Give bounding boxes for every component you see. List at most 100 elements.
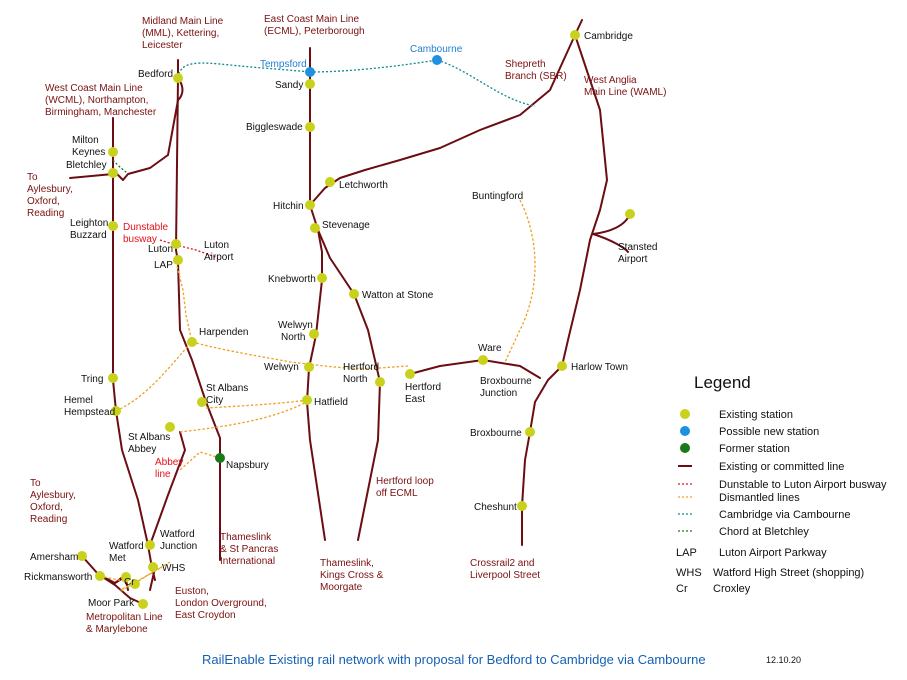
label-aylesbury2-4: Reading [30, 514, 67, 525]
label-whs: WHS [162, 563, 186, 574]
label-cambridge: Cambridge [584, 31, 633, 42]
label-leighton-1: Leighton [70, 218, 108, 229]
label-broxbourne: Broxbourne [470, 428, 522, 439]
station-cambourne-new [432, 55, 442, 65]
label-broxbourne-jn-1: Broxbourne [480, 376, 532, 387]
label-biggleswade: Biggleswade [246, 122, 303, 133]
label-watford-met-2: Met [109, 553, 126, 564]
existing-lines [69, 19, 631, 605]
legend-abbr-lap-code: LAP [676, 547, 697, 559]
label-st-albans-city-2: City [206, 395, 223, 406]
legend-abbr-cr-code: Cr [676, 583, 688, 595]
label-cambourne: Cambourne [410, 44, 463, 55]
label-stansted-2: Airport [618, 254, 648, 265]
station-letchworth [325, 177, 335, 187]
legend-symbol-station [680, 409, 690, 419]
label-euston-2: London Overground, [175, 598, 267, 609]
legend-abbr-whs-code: WHS [676, 567, 702, 579]
station-st-albans-city [197, 397, 207, 407]
label-aylesbury2-1: To [30, 478, 41, 489]
label-broxbourne-jn-2: Junction [480, 388, 517, 399]
busway [159, 239, 219, 259]
legend-label-busway: Dunstable to Luton Airport busway [719, 479, 887, 491]
legend-abbr-cr-meaning: Croxley [713, 583, 751, 595]
legend-title: Legend [694, 373, 751, 392]
station-harpenden [187, 337, 197, 347]
line-hertford-loop [317, 229, 381, 541]
station-croxley [121, 572, 131, 582]
label-thameslink-sp-3: International [220, 556, 275, 567]
station-luton [171, 239, 181, 249]
label-stevenage: Stevenage [322, 220, 370, 231]
label-euston-1: Euston, [175, 586, 209, 597]
station-welwyn-north [309, 329, 319, 339]
station-biggleswade [305, 122, 315, 132]
line-ecml [306, 47, 326, 541]
label-aylesbury1-4: Reading [27, 208, 64, 219]
station-lap [173, 255, 183, 265]
footer-title: RailEnable Existing rail network with pr… [202, 652, 706, 667]
label-shepreth-2: Branch (SBR) [505, 71, 567, 82]
label-watford-met-1: Watford [109, 541, 144, 552]
label-luton-airport-2: Airport [204, 252, 234, 263]
label-thameslink-sp-2: & St Pancras [220, 544, 278, 555]
legend-label-former-station: Former station [719, 443, 790, 455]
label-welwyn-north-2: North [281, 332, 305, 343]
dismantled-harpenden-hertford [191, 341, 409, 370]
label-hatfield: Hatfield [314, 397, 348, 408]
station-st-albans-abbey [165, 422, 175, 432]
legend-label-station: Existing station [719, 409, 793, 421]
station-ware [478, 355, 488, 365]
station-stansted [625, 209, 635, 219]
label-hemel-1: Hemel [64, 395, 93, 406]
label-abbey-line-2: line [155, 469, 171, 480]
station-broxbourne [525, 427, 535, 437]
line-waml [521, 19, 608, 546]
label-busway-1: Dunstable [123, 222, 168, 233]
label-lap: LAP [154, 260, 173, 271]
label-rickmansworth: Rickmansworth [24, 572, 92, 583]
label-hitchin: Hitchin [273, 201, 304, 212]
legend: Legend Existing station Possible new sta… [676, 373, 887, 595]
label-napsbury: Napsbury [226, 460, 269, 471]
station-moor-park [138, 599, 148, 609]
label-watford-jn-2: Junction [160, 541, 197, 552]
label-cheshunt: Cheshunt [474, 502, 517, 513]
bletchley-chord [112, 159, 129, 175]
label-hertford-loop-2: off ECML [376, 488, 418, 499]
station-tring [108, 373, 118, 383]
label-amersham: Amersham [30, 552, 78, 563]
label-knebworth: Knebworth [268, 274, 316, 285]
line-mml [175, 59, 221, 561]
label-welwyn-north-1: Welwyn [278, 320, 313, 331]
station-bletchley [108, 168, 118, 178]
label-luton: Luton [148, 244, 173, 255]
station-hatfield [302, 395, 312, 405]
label-crossrail2-1: Crossrail2 and [470, 558, 534, 569]
label-milton-keynes-1: Milton [72, 135, 99, 146]
label-thameslink-kx-3: Moorgate [320, 582, 363, 593]
legend-symbol-new-station [680, 426, 690, 436]
station-bedford [173, 73, 183, 83]
station-amersham [77, 551, 87, 561]
station-hertford-east [405, 369, 415, 379]
dismantled-napsbury-abbey [179, 451, 221, 471]
legend-symbol-former-station [680, 443, 690, 453]
label-wcml-2: (WCML), Northampton, [45, 95, 148, 106]
cambourne-line [177, 59, 536, 107]
label-thameslink-kx-2: Kings Cross & [320, 570, 384, 581]
label-st-albans-city-1: St Albans [206, 383, 248, 394]
station-stevenage [310, 223, 320, 233]
legend-abbr-whs-meaning: Watford High Street (shopping) [713, 567, 864, 579]
label-welwyn: Welwyn [264, 362, 299, 373]
label-hertford-east-1: Hertford [405, 382, 441, 393]
label-ecml-2: (ECML), Peterborough [264, 26, 365, 37]
label-thameslink-sp-1: Thameslink [220, 532, 272, 543]
label-watford-jn-1: Watford [160, 529, 195, 540]
label-abbey-line-1: Abbey [155, 457, 183, 468]
station-watford-met [130, 579, 140, 589]
station-milton-keynes [108, 147, 118, 157]
label-watton: Watton at Stone [362, 290, 434, 301]
label-buntingford: Buntingford [472, 191, 523, 202]
